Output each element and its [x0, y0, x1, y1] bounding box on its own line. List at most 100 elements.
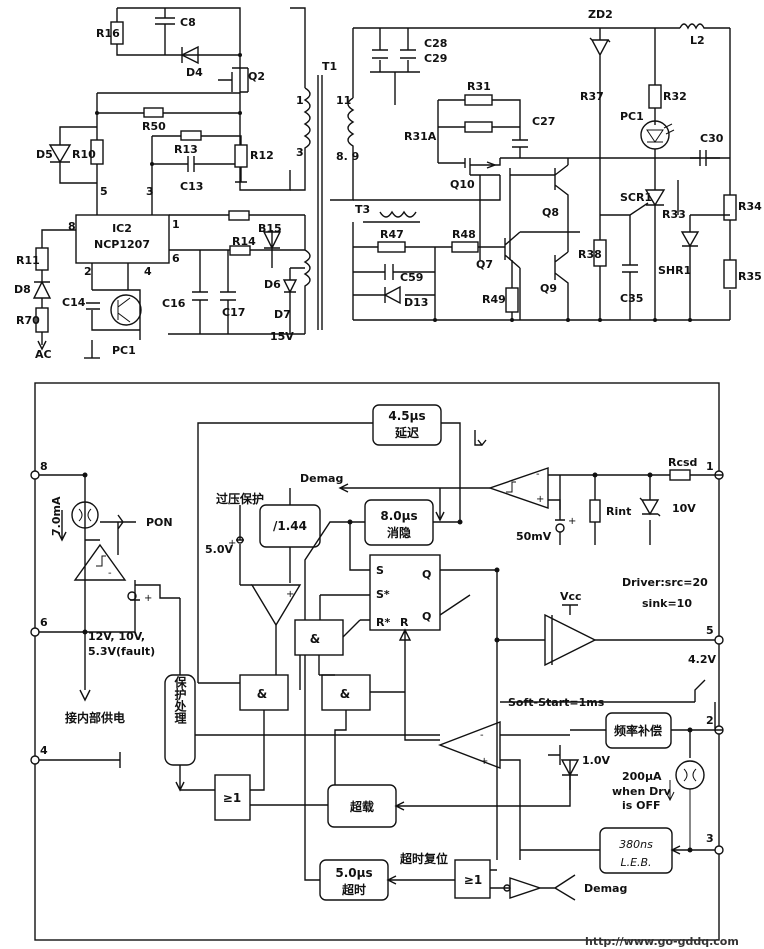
resistor-r11 — [35, 247, 49, 271]
or-gate-1 — [214, 774, 251, 821]
label-softstart: Soft-Start=1ms — [508, 696, 605, 709]
label-delay: 延迟 — [394, 425, 419, 440]
label-ncp1207: NCP1207 — [94, 238, 150, 251]
resistor-r48 — [451, 241, 479, 253]
label-bpin3: 3 — [706, 832, 714, 845]
label-ea-plus: + — [480, 756, 488, 767]
label-demag-bot: Demag — [584, 882, 627, 895]
label-and1: & — [310, 632, 320, 646]
label-overload: 超载 — [349, 799, 374, 814]
label-t3: T3 — [355, 203, 370, 216]
resistor-r35 — [723, 259, 737, 289]
label-demag-top: Demag — [300, 472, 343, 485]
current-source-7ma — [71, 501, 99, 529]
label-1v: 1.0V — [582, 754, 610, 767]
label-7ma: 7.0mA — [50, 496, 63, 536]
label-42v: 4.2V — [688, 653, 716, 666]
resistor-r31a — [464, 121, 493, 133]
label-ge1b: ≥1 — [464, 873, 482, 887]
r31a-block — [353, 105, 438, 195]
label-rcsd: Rcsd — [668, 456, 697, 469]
label-internal-supply: 接内部供电 — [65, 710, 125, 725]
label-demag-minus: - — [536, 469, 540, 480]
pin-4 — [30, 755, 40, 765]
ovp-comparator — [250, 584, 302, 627]
error-amplifier — [438, 720, 501, 770]
label-prot: 保护处理 — [173, 675, 187, 725]
label-15v: 15V — [270, 330, 294, 343]
label-q8: Q8 — [542, 206, 559, 219]
resistor-r16 — [110, 21, 124, 45]
label-pc1: PC1 — [112, 344, 136, 357]
label-ovp-plus: + — [228, 538, 236, 549]
label-rint: Rint — [606, 505, 631, 518]
label-r50: R50 — [142, 120, 166, 133]
label-5v: 5.0V — [205, 543, 233, 556]
label-sink: sink=10 — [642, 597, 692, 610]
label-c27: C27 — [532, 115, 555, 128]
label-r11: R11 — [16, 254, 40, 267]
label-demag-plus: + — [536, 494, 544, 505]
label-pin8: 8 — [68, 220, 76, 233]
label-pin4: 4 — [144, 265, 152, 278]
label-leb: L.E.B. — [620, 856, 651, 869]
label-w1: 1 — [296, 94, 304, 107]
label-pin5: 5 — [100, 185, 108, 198]
label-r70: R70 — [16, 314, 40, 327]
label-scr1: SCR1 — [620, 191, 652, 204]
resistor-r47 — [377, 241, 406, 253]
diode-b15 — [262, 231, 282, 250]
label-shr1: SHR1 — [658, 264, 691, 277]
watermark: http://www.go-gddq.com — [585, 935, 739, 948]
label-d5: D5 — [36, 148, 53, 161]
label-vcc: Vcc — [560, 590, 582, 603]
label-ff-s: S — [376, 564, 384, 577]
optocoupler-pc1 — [110, 294, 142, 326]
label-r48: R48 — [452, 228, 476, 241]
rs-flip-flop — [369, 554, 441, 631]
label-r13: R13 — [174, 143, 198, 156]
label-to-label: 超时 — [341, 882, 366, 897]
resistor-r38 — [593, 239, 607, 267]
label-c13: C13 — [180, 180, 203, 193]
label-d8: D8 — [14, 283, 31, 296]
label-is-off: is OFF — [622, 799, 661, 812]
resistor-rint — [589, 499, 601, 523]
label-d6: D6 — [264, 278, 281, 291]
resistor-r32 — [648, 84, 662, 109]
label-c8: C8 — [180, 16, 196, 29]
demag-comparator — [487, 467, 549, 509]
driver-buffer — [544, 613, 597, 667]
label-c14: C14 — [62, 296, 86, 309]
label-ff-sstar: S* — [376, 588, 390, 601]
label-q9: Q9 — [540, 282, 557, 295]
label-d13: D13 — [404, 296, 428, 309]
label-d4: D4 — [186, 66, 203, 79]
label-bpin1: 1 — [706, 460, 714, 473]
label-c35: C35 — [620, 292, 643, 305]
block-diagram-frame — [34, 382, 720, 941]
pin-3 — [714, 845, 724, 855]
ic-block-diagram: 8 6 4 1 5 2 3 7.0mA PON - + 12V, 10V, 5.… — [30, 382, 724, 941]
resistor-r12 — [234, 144, 248, 168]
label-freq: 频率补偿 — [614, 723, 662, 738]
label-uvlo-plus: + — [144, 593, 152, 604]
label-and3: & — [340, 687, 350, 701]
label-w11: 11 — [336, 94, 351, 107]
label-w89: 8. 9 — [336, 150, 359, 163]
label-ge1a: ≥1 — [223, 791, 241, 805]
label-ff-rstar: R* — [376, 616, 390, 629]
ic2-ncp1207 — [75, 214, 170, 264]
label-r12: R12 — [250, 149, 274, 162]
label-r33: R33 — [662, 208, 686, 221]
label-r14: R14 — [232, 235, 256, 248]
label-r31a: R31A — [404, 130, 437, 143]
label-bpin5: 5 — [706, 624, 714, 637]
and-gate-1 — [294, 619, 344, 656]
label-and2: & — [257, 687, 267, 701]
label-l2: L2 — [690, 34, 705, 47]
label-bpin2: 2 — [706, 714, 714, 727]
label-r35: R35 — [738, 270, 762, 283]
label-bpin4: 4 — [40, 744, 48, 757]
